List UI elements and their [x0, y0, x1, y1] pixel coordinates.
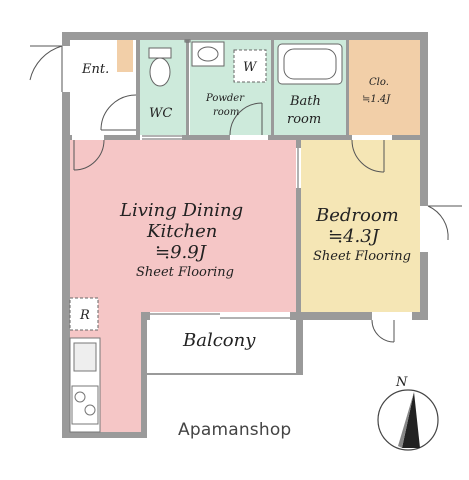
label-bedroom-floor: Sheet Flooring	[313, 249, 411, 264]
bathtub-icon	[277, 43, 343, 85]
label-powder-2: room	[213, 107, 239, 118]
label-bedroom: Bedroom	[315, 205, 399, 226]
label-bedroom-size: ≒4.3J	[328, 226, 381, 247]
label-washer: W	[243, 60, 258, 75]
label-closet-size: ≒1.4J	[362, 94, 391, 105]
label-ldk-size: ≒9.9J	[155, 242, 208, 263]
label-ldk-floor: Sheet Flooring	[136, 265, 234, 280]
label-ldk-2: Kitchen	[146, 221, 217, 242]
compass-ring	[377, 389, 439, 451]
label-bath-2: room	[287, 112, 321, 127]
sliding-doors	[142, 39, 299, 319]
toilet-icon	[148, 47, 172, 87]
compass: N	[377, 375, 439, 451]
label-closet-name: Clo.	[369, 77, 389, 88]
label-balcony: Balcony	[182, 330, 256, 351]
washer-space	[233, 49, 267, 83]
label-entrance: Ent.	[81, 62, 109, 77]
washbasin-icon	[191, 41, 225, 67]
label-wc: WC	[149, 106, 172, 121]
label-bath-1: Bath	[289, 94, 321, 109]
fridge-space	[69, 297, 99, 331]
compass-north-label: N	[395, 375, 408, 390]
brand-logo: Apamanshop	[178, 420, 292, 440]
bedroom-room	[300, 140, 420, 312]
compass-needle-icon	[402, 392, 420, 448]
label-powder-1: Powder	[205, 93, 245, 104]
shoe-cabinet	[117, 40, 133, 72]
ldk-room	[70, 140, 296, 432]
kitchen-counter	[69, 337, 101, 433]
door-swings	[29, 45, 462, 343]
closet-room	[348, 40, 420, 135]
label-ldk-1: Living Dining	[119, 200, 243, 221]
label-fridge: R	[79, 308, 90, 323]
